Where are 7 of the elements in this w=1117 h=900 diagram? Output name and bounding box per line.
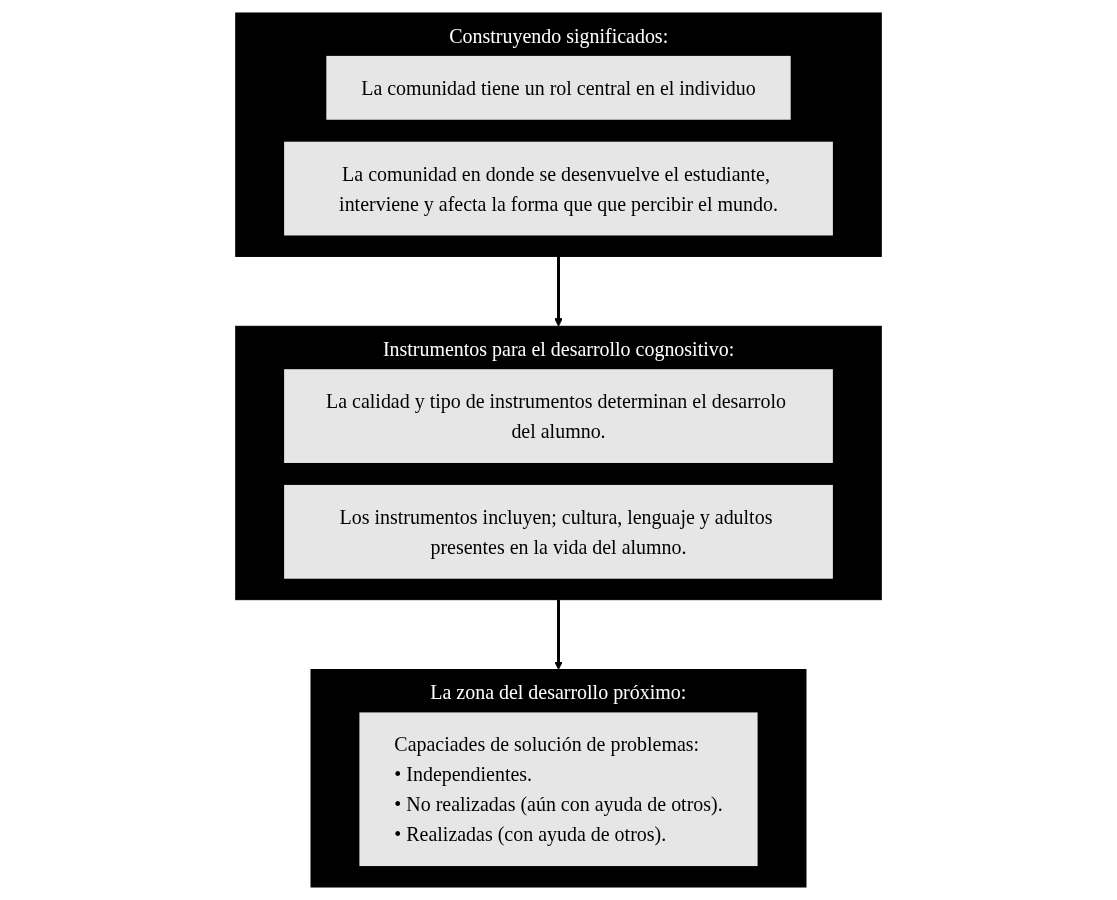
node-box: La calidad y tipo de instrumentos determinan el desarrolo del alumno. xyxy=(282,367,835,465)
node-box: La comunidad en donde se desenvuelve el estudiante, interviene y afecta la forma que que percibir el mundo. xyxy=(282,139,835,238)
arrow xyxy=(554,256,563,327)
node-box: Capaciades de solución de problemas: • Independientes. • No realizadas (aún con ayuda de otros). • Realizadas (con ayuda de otros). xyxy=(357,710,760,869)
node-box: La comunidad tiene un rol central en el individuo xyxy=(324,53,793,122)
arrow xyxy=(554,599,563,670)
node-box: Los instrumentos incluyen; cultura, lenguaje y adultos presentes en la vida del alumno. xyxy=(282,482,835,581)
